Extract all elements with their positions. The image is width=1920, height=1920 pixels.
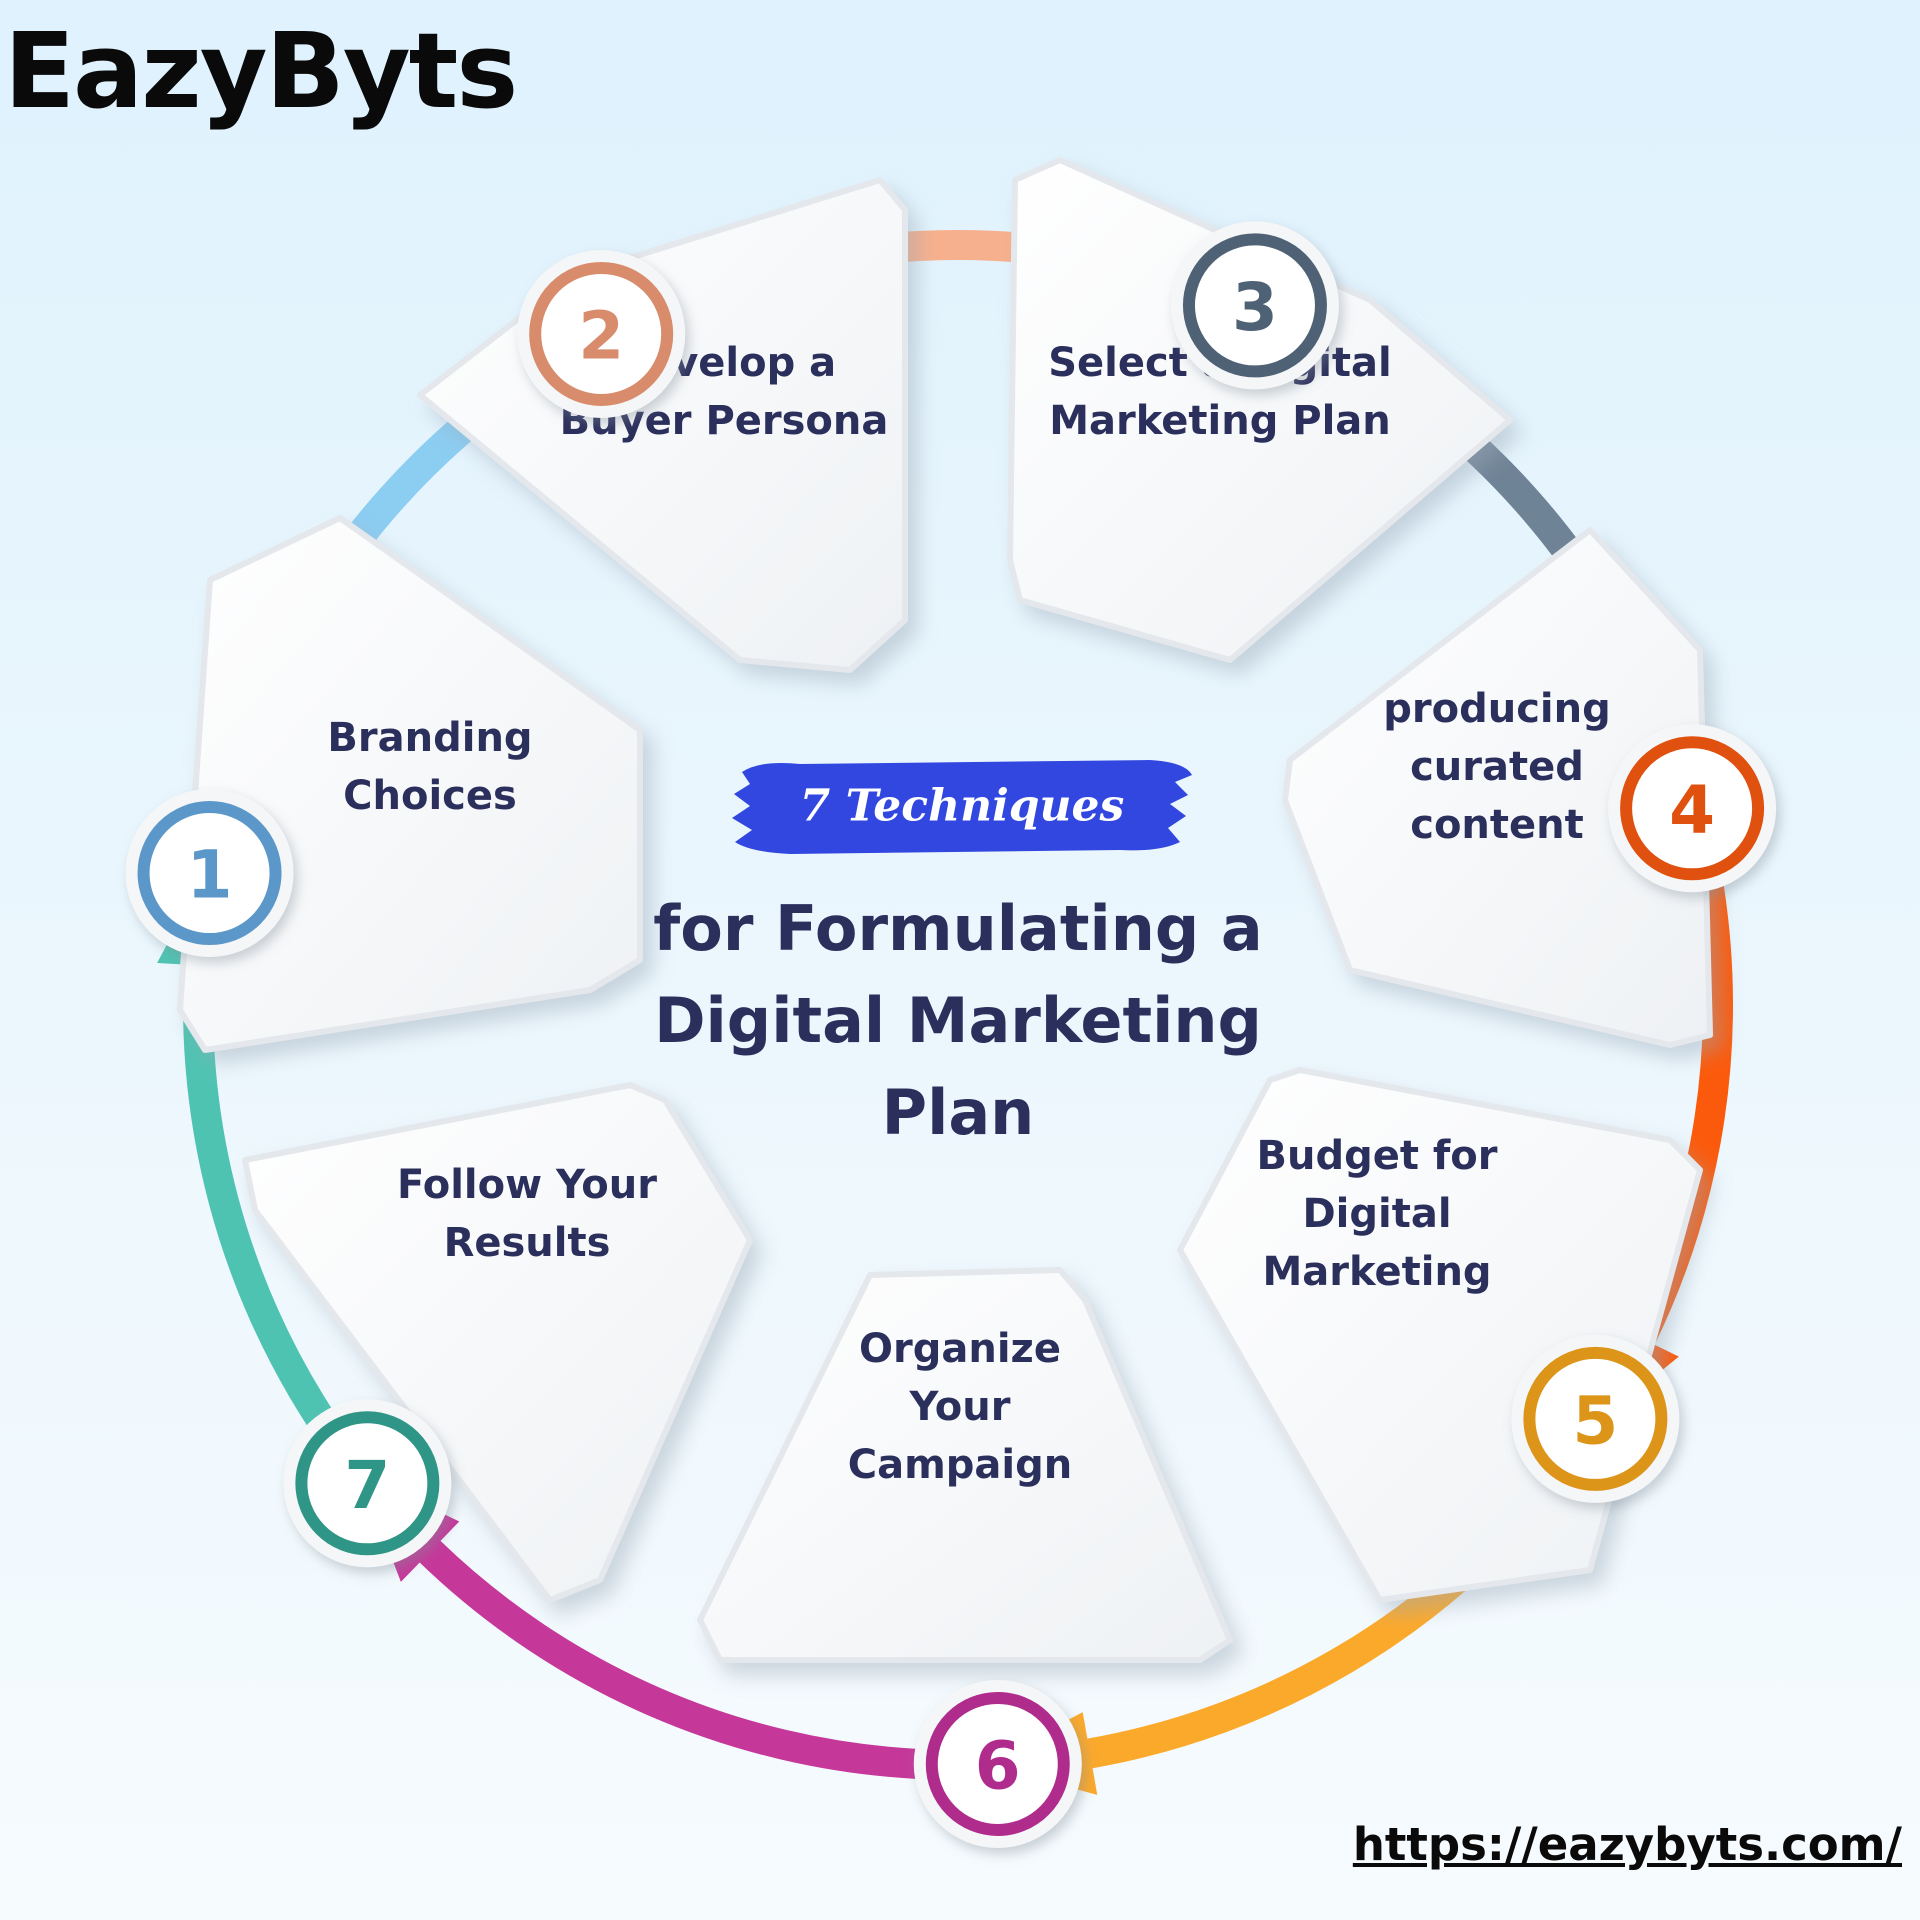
step-7-badge-ring xyxy=(295,1411,440,1556)
step-6-label-line-3: Campaign xyxy=(848,1442,1072,1488)
step-4-badge: 4 xyxy=(1608,724,1777,893)
step-3-number: 3 xyxy=(1232,269,1278,346)
step-5-number: 5 xyxy=(1572,1382,1618,1459)
title-line-1: for Formulating a xyxy=(653,892,1262,965)
brand-logo: EazyByts xyxy=(4,10,518,132)
step-1-badge-ring xyxy=(137,801,282,946)
step-3-badge: 3 xyxy=(1170,221,1339,390)
center-heading: 7 Techniques for Formulating a Digital M… xyxy=(653,760,1263,1149)
step-5-label-line-3: Marketing xyxy=(1262,1249,1491,1295)
step-6-badge-ring xyxy=(925,1691,1070,1836)
step-7-number: 7 xyxy=(344,1447,390,1524)
step-1-label-line-2: Choices xyxy=(343,773,517,819)
step-card-shape-3 xyxy=(1007,157,1513,663)
step-5-badge-ring xyxy=(1523,1346,1668,1491)
step-5-badge: 5 xyxy=(1511,1334,1680,1503)
step-1-badge: 1 xyxy=(125,789,294,958)
step-card-4: producing curated content xyxy=(1282,527,1713,1048)
step-2-number: 2 xyxy=(578,297,624,374)
step-4-label-line-1: producing xyxy=(1383,686,1610,732)
step-7-label-line-1: Follow Your xyxy=(397,1162,657,1208)
step-3-badge-ring xyxy=(1182,233,1327,378)
title-line-3: Plan xyxy=(882,1076,1035,1149)
step-card-shape-7 xyxy=(242,1082,753,1603)
step-card-shape-1 xyxy=(177,515,643,1053)
step-1-number: 1 xyxy=(187,837,233,914)
step-6-label-line-1: Organize xyxy=(859,1326,1061,1372)
step-1-label-line-1: Branding xyxy=(327,715,532,761)
step-3-label-line-2: Marketing Plan xyxy=(1049,398,1391,444)
step-4-number: 4 xyxy=(1669,772,1715,849)
step-card-shape-6 xyxy=(697,1267,1233,1663)
title-line-2: Digital Marketing xyxy=(654,984,1262,1057)
step-4-badge-ring xyxy=(1620,736,1765,881)
step-6-badge: 6 xyxy=(913,1679,1082,1848)
step-5-label-line-1: Budget for xyxy=(1256,1133,1497,1179)
step-2-badge: 2 xyxy=(517,249,686,418)
step-2-badge-ring xyxy=(529,261,674,406)
step-number-badges: 1 2 3 4 5 6 7 xyxy=(125,221,1777,1848)
step-6-number: 6 xyxy=(975,1727,1021,1804)
step-6-label-line-2: Your xyxy=(909,1384,1011,1430)
step-4-label-line-3: content xyxy=(1410,802,1584,848)
step-card-shape-4 xyxy=(1282,527,1713,1048)
badge-text: 7 Techniques xyxy=(800,781,1125,832)
step-7-label-line-2: Results xyxy=(444,1220,611,1266)
step-7-badge: 7 xyxy=(283,1399,452,1568)
website-link[interactable]: https://eazybyts.com/ xyxy=(1352,1818,1902,1871)
step-5-label-line-2: Digital xyxy=(1302,1191,1451,1237)
step-4-label-line-2: curated xyxy=(1410,744,1584,790)
brush-stroke-badge xyxy=(732,760,1192,854)
